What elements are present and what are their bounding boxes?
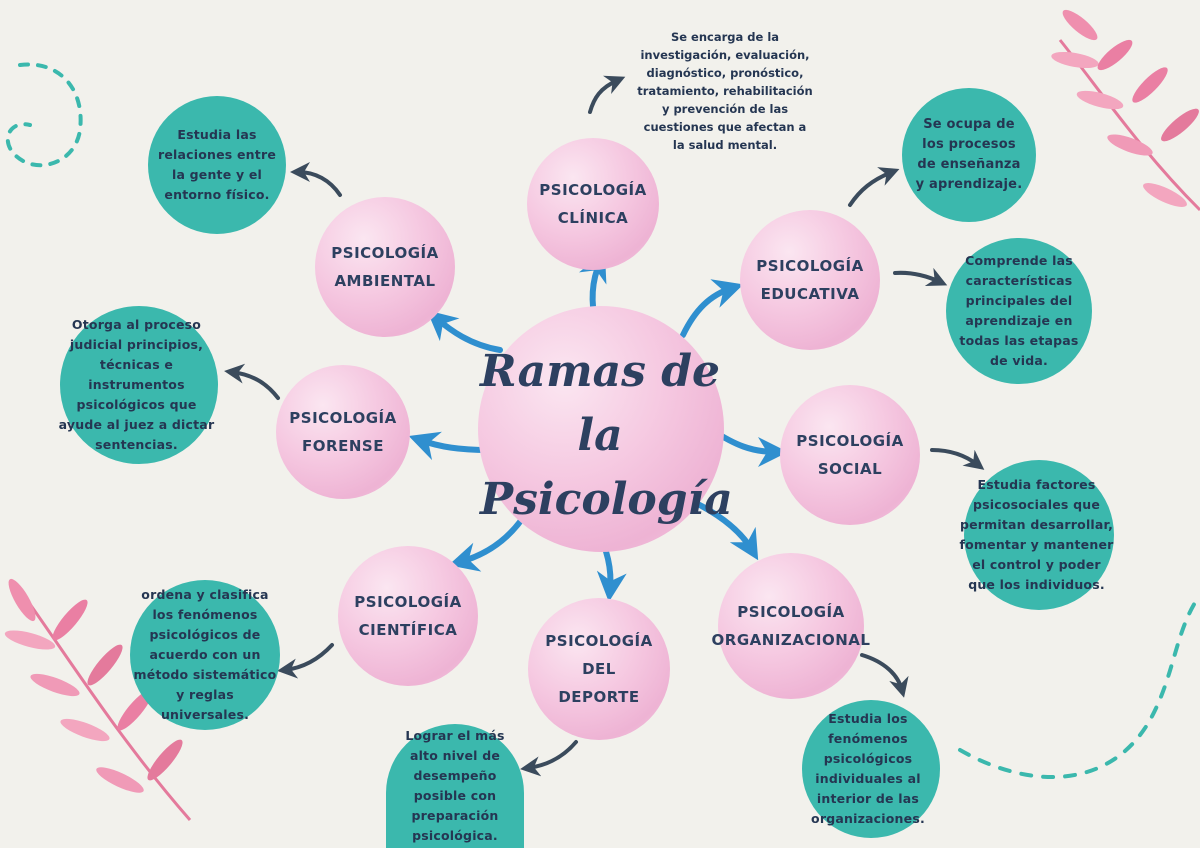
desc-organizacional: Estudia los fenómenos psicológicos indiv… (802, 700, 940, 838)
arrow-educativa-desc1 (848, 167, 900, 207)
branch-cientifica-label: PSICOLOGÍA CIENTÍFICA (354, 593, 462, 639)
leaf-branch-bottom-left (4, 578, 192, 821)
dark-arrows (224, 75, 985, 777)
branch-forense-label: PSICOLOGÍA FORENSE (289, 409, 397, 455)
branch-forense: PSICOLOGÍA FORENSE (276, 365, 410, 499)
arrow-to-organizacional (691, 499, 759, 561)
branch-organizacional-label: PSICOLOGÍA ORGANIZACIONAL (711, 603, 871, 649)
branch-clinica: PSICOLOGÍA CLÍNICA (527, 138, 659, 270)
branch-clinica-label: PSICOLOGÍA CLÍNICA (539, 181, 647, 227)
dashed-swirl-decoration (5, 62, 83, 168)
arrow-deporte-desc (520, 740, 578, 777)
arrow-ambiental-desc (290, 162, 342, 197)
desc-clinica: Se encarga de la investigación, evaluaci… (637, 30, 813, 152)
desc-social: Estudia factores psicosociales que permi… (959, 460, 1114, 610)
arrow-social-desc (930, 448, 985, 470)
branch-educativa-label: PSICOLOGÍA EDUCATIVA (756, 257, 864, 303)
branch-social-label: PSICOLOGÍA SOCIAL (796, 432, 904, 478)
arrow-educativa-desc2 (893, 267, 948, 286)
branch-social: PSICOLOGÍA SOCIAL (780, 385, 920, 525)
arrow-clinica-desc (588, 75, 626, 114)
branch-ambiental: PSICOLOGÍA AMBIENTAL (315, 197, 455, 337)
desc-ambiental: Estudia las relaciones entre la gente y … (148, 96, 286, 234)
arrow-to-ambiental (426, 310, 503, 353)
desc-educativa-1: Se ocupa de los procesos de enseñanza y … (902, 88, 1036, 222)
arrow-to-educativa (680, 279, 744, 338)
arrow-forense-desc (224, 363, 280, 400)
branch-educativa: PSICOLOGÍA EDUCATIVA (740, 210, 880, 350)
desc-forense: Otorga al proceso judicial principios, t… (59, 306, 218, 464)
desc-educativa-2: Comprende las características principale… (946, 238, 1092, 384)
dashed-curve-decoration (958, 593, 1200, 780)
branch-organizacional: PSICOLOGÍA ORGANIZACIONAL (712, 553, 870, 699)
center-circle (478, 306, 724, 552)
branch-deporte-label: PSICOLOGÍA DEL DEPORTE (545, 632, 653, 706)
leaf-branch-top-right (1051, 9, 1200, 212)
desc-cientifica: ordena y clasifica los fenómenos psicoló… (130, 580, 280, 730)
branch-cientifica: PSICOLOGÍA CIENTÍFICA (338, 546, 478, 686)
branch-deporte: PSICOLOGÍA DEL DEPORTE (528, 598, 670, 740)
arrow-cientifica-desc (277, 643, 334, 679)
branch-ambiental-label: PSICOLOGÍA AMBIENTAL (331, 244, 439, 290)
desc-deporte: Lograr el más alto nivel de desempeño po… (386, 724, 524, 848)
arrow-organizacional-desc (860, 653, 909, 698)
center-title: Ramas de la Psicología (480, 346, 733, 525)
